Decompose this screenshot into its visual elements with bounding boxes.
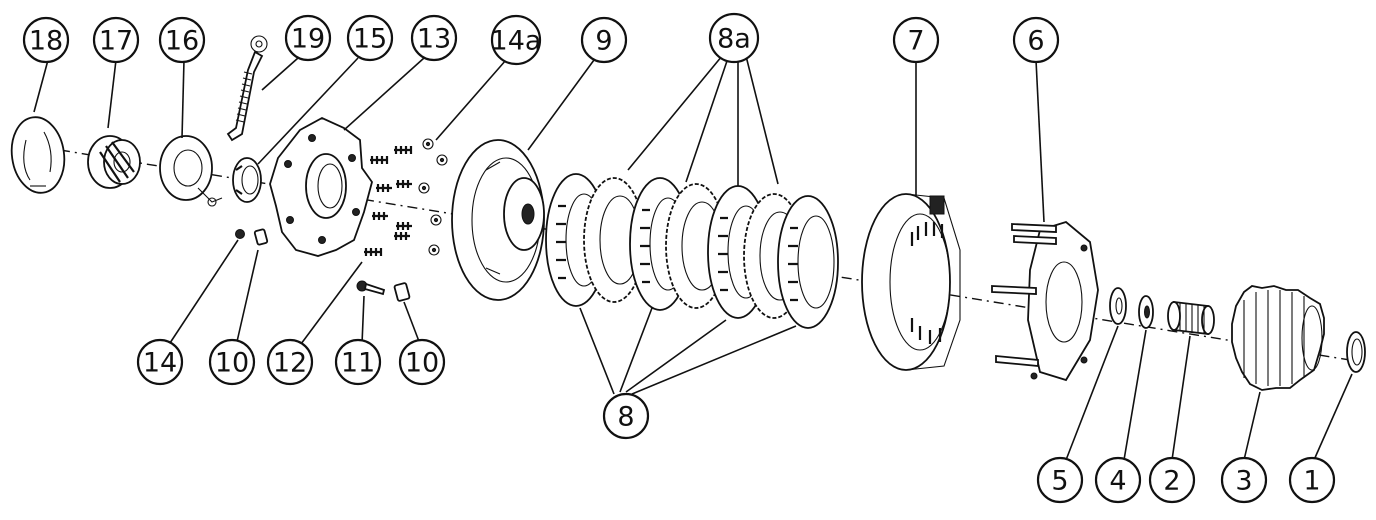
part-8-disc-4 (777, 195, 839, 329)
part-19-screw (226, 35, 268, 142)
part-10-clip-b (393, 282, 411, 302)
part-10-clip-a (253, 228, 269, 246)
callout-1-label: 1 (1303, 466, 1320, 497)
callout-7-label: 7 (907, 26, 924, 57)
callout-15: 15 (346, 14, 394, 62)
callout-10-left-label: 10 (215, 348, 249, 379)
callout-10-left: 10 (208, 338, 256, 386)
part-5-washer (1109, 287, 1127, 325)
callout-14a: 14a (491, 14, 542, 66)
callout-7: 7 (892, 16, 940, 64)
callout-8: 8 (602, 392, 650, 440)
part-16-carrier (159, 135, 223, 207)
callout-16: 16 (158, 16, 206, 64)
callout-14-label: 14 (143, 348, 177, 379)
callout-18-label: 18 (29, 26, 63, 57)
callout-15-label: 15 (353, 24, 387, 55)
part-17-bearing (87, 135, 141, 189)
callout-14a-label: 14a (491, 26, 542, 57)
callout-9-label: 9 (595, 26, 612, 57)
callout-14: 14 (136, 338, 184, 386)
callout-17-label: 17 (99, 26, 133, 57)
callout-6-label: 6 (1027, 26, 1044, 57)
callout-1: 1 (1288, 456, 1336, 504)
callout-5-label: 5 (1051, 466, 1068, 497)
callout-8a-label: 8a (717, 24, 751, 55)
callout-13-label: 13 (417, 24, 451, 55)
callout-2: 2 (1148, 456, 1196, 504)
part-15-ring (232, 157, 262, 203)
part-7-basket (861, 193, 961, 371)
part-6-hub (991, 220, 1099, 382)
callout-3: 3 (1220, 456, 1268, 504)
callout-10-right: 10 (398, 338, 446, 386)
callout-19-label: 19 (291, 24, 325, 55)
callout-16-label: 16 (165, 26, 199, 57)
callout-8-label: 8 (617, 402, 634, 433)
callout-11: 11 (334, 338, 382, 386)
part-4-washer (1138, 295, 1154, 329)
callout-4-label: 4 (1109, 466, 1126, 497)
callout-12: 12 (266, 338, 314, 386)
part-14a-washers (418, 138, 448, 256)
part-11-bolt (356, 280, 386, 296)
callout-8a: 8a (708, 12, 760, 64)
callout-4: 4 (1094, 456, 1142, 504)
part-14-nut (235, 229, 245, 239)
callout-11-label: 11 (341, 348, 375, 379)
callout-19: 19 (284, 14, 332, 62)
callout-3-label: 3 (1235, 466, 1252, 497)
callout-9: 9 (580, 16, 628, 64)
callout-10-right-label: 10 (405, 348, 439, 379)
part-13-pressure-plate (269, 116, 373, 257)
part-1-circlip (1346, 331, 1366, 373)
callout-17: 17 (92, 16, 140, 64)
pressure-springs (364, 146, 413, 256)
leader-lines (33, 55, 1353, 461)
part-3-gear (1231, 285, 1325, 391)
part-18-plate (10, 116, 66, 194)
callout-12-label: 12 (273, 348, 307, 379)
callout-13: 13 (410, 14, 458, 62)
part-2-needle-bearing (1167, 300, 1215, 336)
callout-2-label: 2 (1163, 466, 1180, 497)
callout-18: 18 (22, 16, 70, 64)
part-9-cover (451, 139, 545, 301)
callout-6: 6 (1012, 16, 1060, 64)
callout-5: 5 (1036, 456, 1084, 504)
